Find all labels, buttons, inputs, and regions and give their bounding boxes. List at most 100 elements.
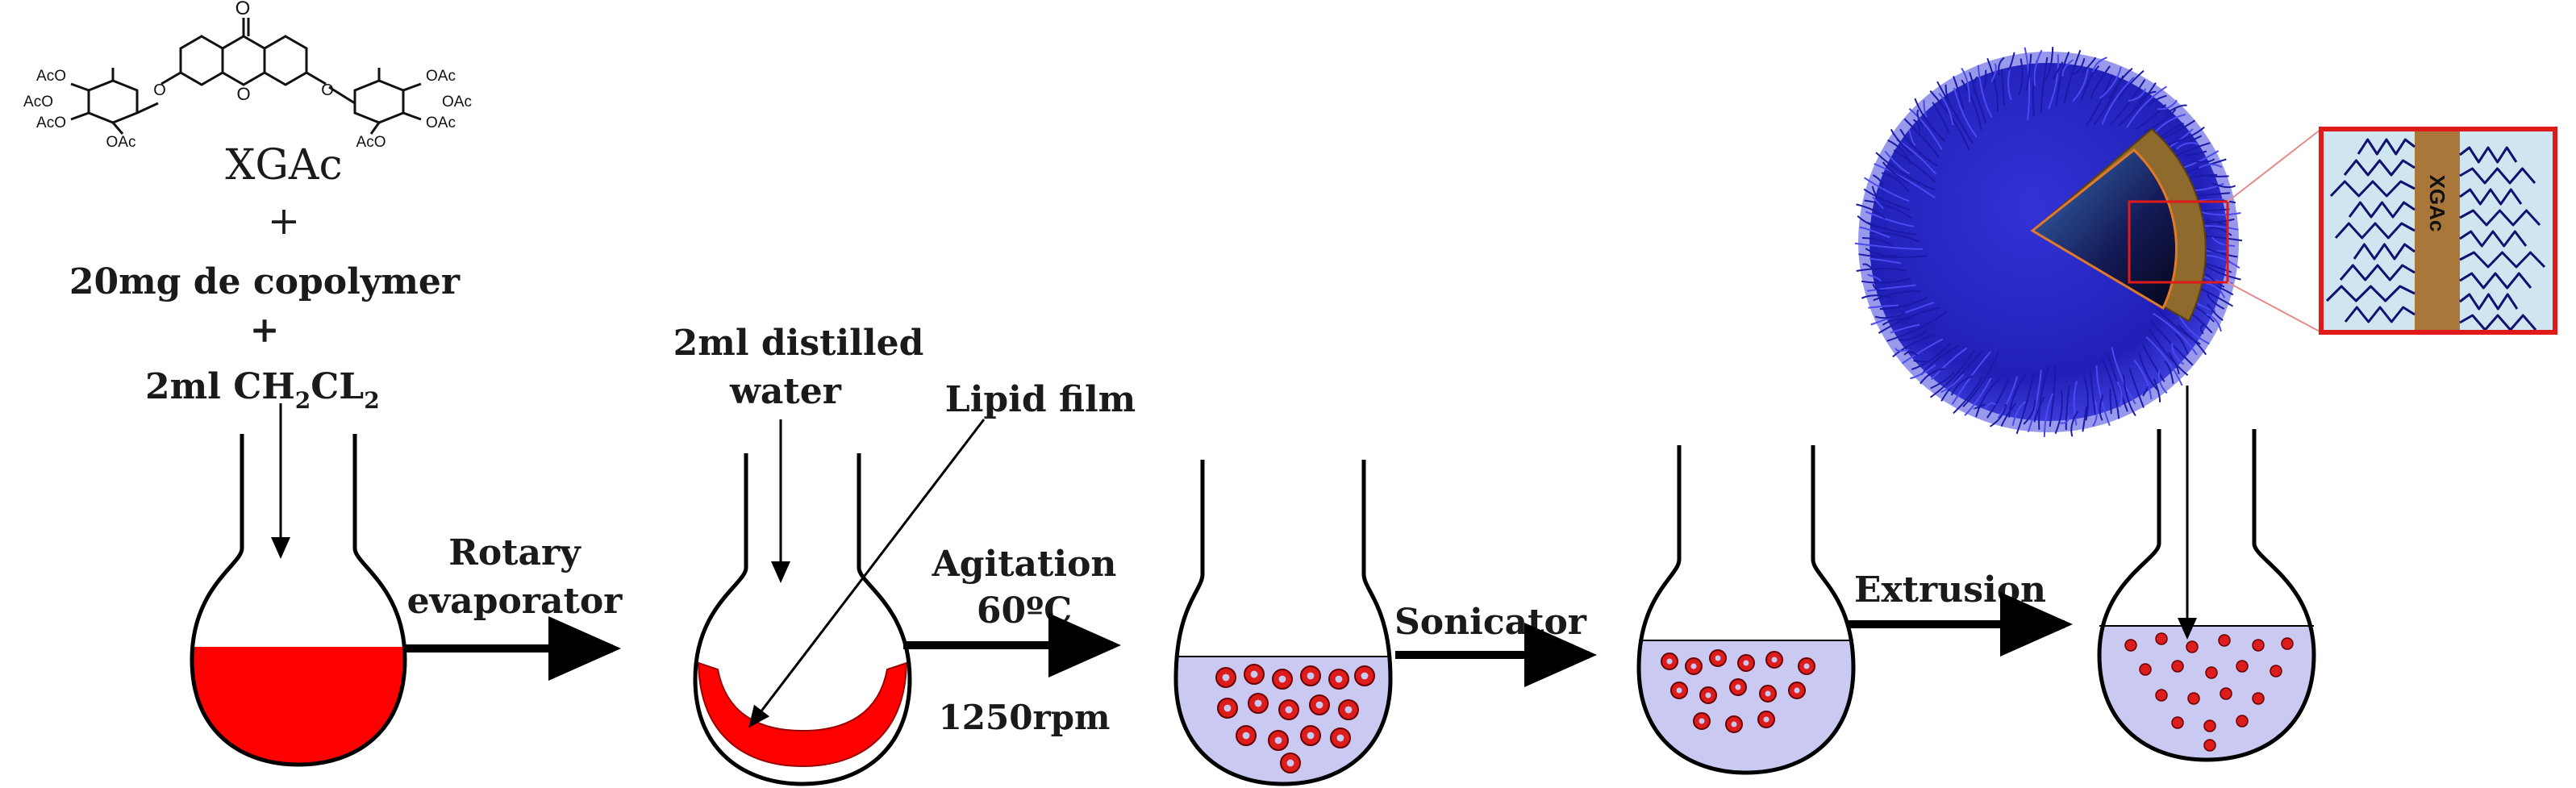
polymer-hair xyxy=(1854,242,1924,250)
polymer-hair xyxy=(1865,211,1915,227)
polymer-hair xyxy=(1879,296,1928,311)
xanthone-right-ring xyxy=(263,35,308,86)
polymer-hair xyxy=(2137,90,2157,104)
polymer-hair xyxy=(1950,375,1974,396)
polymer-hair xyxy=(2199,211,2241,216)
polymer-hair xyxy=(2082,56,2097,73)
xanthone-left-ring xyxy=(179,35,224,86)
polymer-hair xyxy=(2052,61,2064,80)
polymer-hair xyxy=(2208,227,2232,236)
extruded-vesicles xyxy=(2124,632,2294,752)
lipid-film-pointer xyxy=(748,419,986,728)
polymer-hair xyxy=(1973,76,1978,96)
polymer-hair xyxy=(1871,186,1883,199)
polymer-hair xyxy=(2086,74,2114,126)
polymer-hair xyxy=(2055,51,2070,106)
polymer-hair xyxy=(2184,150,2207,156)
polymer-hair xyxy=(2101,359,2120,419)
polymer-hair xyxy=(1890,323,1920,334)
polymer-hair xyxy=(2203,264,2241,281)
polymer-hair xyxy=(2040,56,2049,113)
vesicle-lumen xyxy=(1761,715,1771,724)
vesicle-lumen xyxy=(1689,661,1699,671)
polymer-hair xyxy=(2191,158,2215,163)
polymer-hair xyxy=(1911,342,1952,371)
polymer-hair xyxy=(2090,65,2111,99)
polymer-hair xyxy=(2099,394,2104,421)
polymer-hair xyxy=(2061,59,2074,77)
polymer-hair xyxy=(1969,72,1987,124)
vesicle-lumen xyxy=(1253,698,1264,709)
rotary-label-line2: evaporator xyxy=(407,581,623,622)
polymer-hair xyxy=(2206,302,2224,321)
vesicle-lumen xyxy=(1763,689,1773,698)
polymer-hair xyxy=(1858,253,1928,259)
zoom-line-bottom xyxy=(2227,281,2322,333)
acetoxy-left-2: AcO xyxy=(23,94,53,110)
polymer-hair xyxy=(2101,77,2135,125)
vesicle-lumen xyxy=(1335,732,1346,744)
sonicator-label: Sonicator xyxy=(1394,602,1587,643)
polymer-hair xyxy=(1863,177,1910,202)
polymer-chain xyxy=(2348,201,2416,219)
polymer-hair xyxy=(1861,294,1893,299)
water-label-line2: water xyxy=(729,371,842,412)
polymer-hair xyxy=(2065,386,2070,431)
polymer-hair xyxy=(2082,406,2088,432)
acetoxy-left-1: AcO xyxy=(36,68,66,85)
polymer-chain xyxy=(2459,293,2519,311)
polymer-hair xyxy=(1953,87,1978,138)
polymer-hair xyxy=(2118,82,2157,127)
polymer-hair xyxy=(2049,363,2057,427)
polymer-hair xyxy=(2174,333,2189,355)
polymer-hair xyxy=(1881,172,1910,193)
water-label-line1: 2ml distilled xyxy=(673,323,924,364)
acetoxy-left-4: OAc xyxy=(106,134,136,151)
polymer-hair xyxy=(1932,102,1950,134)
polymer-hair xyxy=(1856,267,1906,272)
ether-oxygen-right: O xyxy=(321,81,334,99)
vesicle-lumen xyxy=(1283,704,1294,715)
small-vesicle xyxy=(2171,716,2184,729)
plus-sign-1: + xyxy=(268,198,300,244)
polymer-hair xyxy=(2205,174,2229,177)
copolymer-label: 20mg de copolymer xyxy=(69,261,461,302)
polymer-chain xyxy=(2357,138,2416,156)
agitation-label: Agitation xyxy=(932,544,1117,585)
polymer-hair xyxy=(1973,403,1986,410)
solvent-label: 2ml CH2CL2 xyxy=(145,366,380,414)
polymer-hair xyxy=(2150,320,2194,366)
vesicle-lumen xyxy=(1697,716,1707,726)
vesicle-lumen xyxy=(1273,735,1284,746)
polymer-hair xyxy=(2163,360,2174,384)
vesicle-lumen xyxy=(1733,682,1743,692)
polymer-chain xyxy=(2343,159,2416,177)
polymer-hair xyxy=(2133,359,2153,400)
polymer-hair xyxy=(2178,315,2210,345)
polymer-hair xyxy=(1867,273,1882,281)
small-vesicle xyxy=(2203,719,2216,732)
polymer-hair xyxy=(1929,90,1970,151)
polymer-hair xyxy=(2142,386,2149,397)
vesicle-lumen xyxy=(1305,730,1316,741)
polymer-hair xyxy=(1910,364,1936,380)
polymer-hair xyxy=(2099,66,2122,99)
polymer-hair xyxy=(2008,374,2027,418)
polymer-hair xyxy=(2043,393,2054,437)
polymer-hair xyxy=(2092,56,2107,73)
polymer-hair xyxy=(2212,182,2236,189)
polymer-hair xyxy=(2206,293,2225,310)
polymer-hair xyxy=(2177,323,2207,356)
polymer-hair xyxy=(1875,152,1936,191)
polymer-hair xyxy=(1977,65,1993,118)
small-vesicle xyxy=(2205,666,2218,679)
polymer-hair xyxy=(1914,98,1946,142)
polymer-chain xyxy=(2353,243,2416,261)
polymer-hair xyxy=(1930,371,1955,390)
speed-label: 1250rpm xyxy=(939,698,1111,737)
polymer-chain xyxy=(2334,222,2416,240)
polymersome-sphere xyxy=(1854,47,2322,437)
polymer-hair xyxy=(2033,396,2045,423)
vesicle-lumen xyxy=(1359,670,1370,682)
